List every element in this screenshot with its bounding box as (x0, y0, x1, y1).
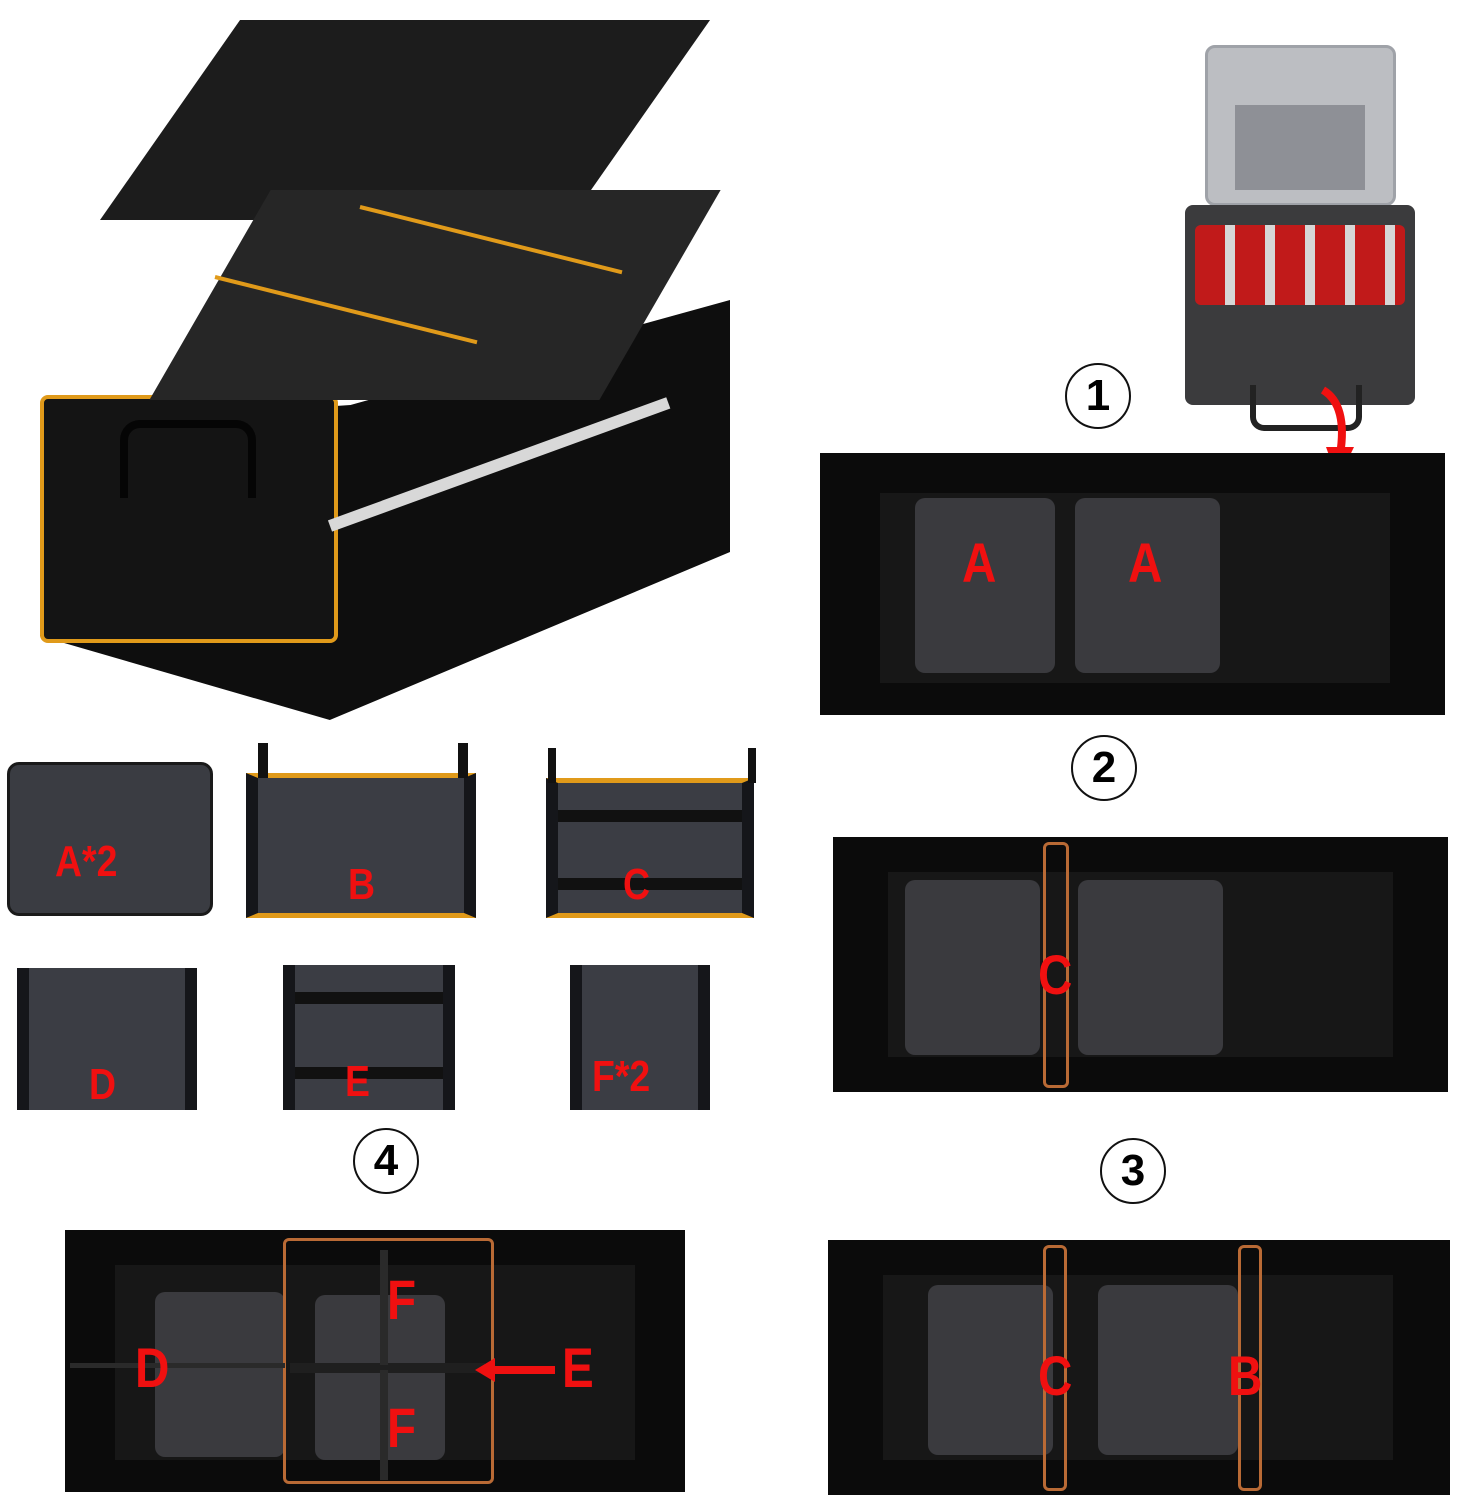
step-number-4: 4 (353, 1128, 419, 1194)
arrow-left-icon (475, 1358, 555, 1387)
divider-e (290, 1363, 485, 1373)
label-f: F (387, 1268, 417, 1331)
label-f: F (387, 1396, 417, 1459)
step-number-1: 1 (1065, 363, 1131, 429)
label-c: C (1038, 1344, 1073, 1407)
label-a: A (1128, 531, 1163, 594)
pad-a-left (905, 880, 1040, 1055)
label-c: C (1038, 943, 1073, 1006)
part-c: C (546, 748, 756, 918)
label-b: B (1228, 1344, 1263, 1407)
part-b: B (246, 743, 476, 918)
step-number-2: 2 (1071, 735, 1137, 801)
part-d: D (17, 968, 197, 1110)
pad-a-right (1098, 1285, 1238, 1455)
cooler-cans (1195, 225, 1405, 305)
divider-f-bottom (380, 1370, 388, 1480)
trunk-config-1: A A (820, 453, 1445, 715)
cooler-bag-photo (1185, 45, 1415, 431)
trunk-config-4: F D E F (65, 1230, 685, 1492)
organizer-box-photo (40, 0, 740, 720)
part-a: A*2 (7, 762, 213, 916)
pad-a-right (1078, 880, 1223, 1055)
label-a: A (962, 531, 997, 594)
divider-c (1043, 1245, 1067, 1491)
label-d: D (135, 1336, 170, 1399)
divider-c (1043, 842, 1069, 1088)
pad-a-left (928, 1285, 1053, 1455)
organizer-front-panel (40, 395, 338, 643)
divider-d (70, 1363, 285, 1368)
pad-a-right (1075, 498, 1220, 673)
part-f: F*2 (570, 965, 710, 1110)
cooler-handle (1250, 385, 1362, 431)
part-e: E (283, 965, 455, 1110)
divider-b (1238, 1245, 1262, 1491)
step-number-3: 3 (1100, 1138, 1166, 1204)
handle-icon (120, 420, 256, 498)
trunk-config-3: C B (828, 1240, 1450, 1495)
pad-a-left (915, 498, 1055, 673)
trunk-config-2: C (833, 837, 1448, 1092)
label-e: E (562, 1336, 594, 1399)
pad-left (155, 1292, 285, 1457)
cooler-mesh (1235, 105, 1365, 190)
divider-f-top (380, 1250, 388, 1365)
